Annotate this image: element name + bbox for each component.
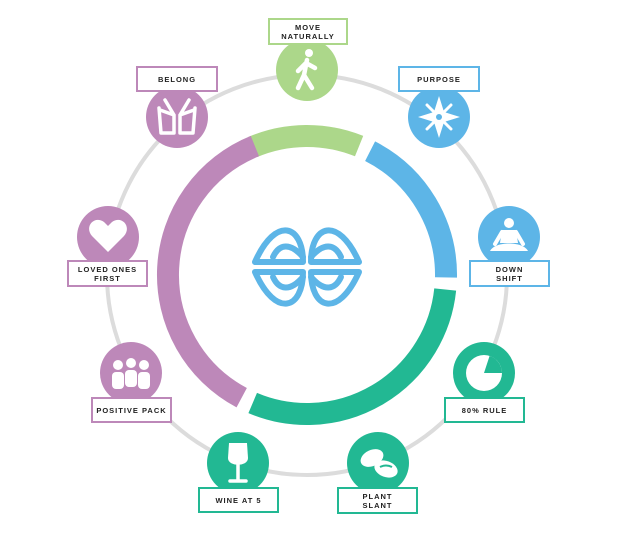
label-down-shift: DOWN SHIFT <box>469 260 550 287</box>
label-plant-slant: PLANT SLANT <box>337 487 418 514</box>
meditating-person-icon <box>490 218 528 251</box>
leaf-pair-top-left <box>252 227 306 265</box>
walking-person-icon <box>295 49 318 91</box>
pie-chart-icon <box>466 355 502 391</box>
node-down-shift <box>478 206 540 268</box>
group-of-people-icon <box>112 358 150 389</box>
node-purpose <box>408 86 470 148</box>
label-move-naturally: MOVE NATURALLY <box>268 18 348 45</box>
node-belong <box>146 86 208 148</box>
node-wine-at-5 <box>207 432 269 494</box>
node-circle <box>146 86 208 148</box>
teal-arc <box>248 288 457 426</box>
node-80-rule <box>453 342 515 404</box>
node-positive-pack <box>100 342 162 404</box>
inner-ring <box>156 124 458 426</box>
label-80-rule: 80% RULE <box>444 397 525 423</box>
label-belong: BELONG <box>136 66 218 92</box>
leaf-pair-bottom-left <box>252 269 306 307</box>
beans-icon <box>360 449 398 478</box>
node-loved-ones-first <box>77 206 139 268</box>
leaf-pair-top-right <box>308 227 362 265</box>
label-loved-ones-first: LOVED ONES FIRST <box>67 260 148 287</box>
compass-star-icon <box>418 96 460 138</box>
purple-arc <box>156 135 260 408</box>
heart-icon <box>89 219 127 252</box>
label-purpose: PURPOSE <box>398 66 480 92</box>
leaf-pair-bottom-right <box>308 269 362 307</box>
open-hands-icon <box>157 98 197 135</box>
blue-arc <box>364 141 458 278</box>
node-plant-slant <box>347 432 409 494</box>
node-move-naturally <box>276 39 338 101</box>
label-wine-at-5: WINE AT 5 <box>198 487 279 513</box>
green-arc <box>248 124 364 158</box>
wine-glass-icon <box>228 443 248 483</box>
label-positive-pack: POSITIVE PACK <box>91 397 172 423</box>
blue-zones-leaf-cross-logo <box>252 227 362 307</box>
